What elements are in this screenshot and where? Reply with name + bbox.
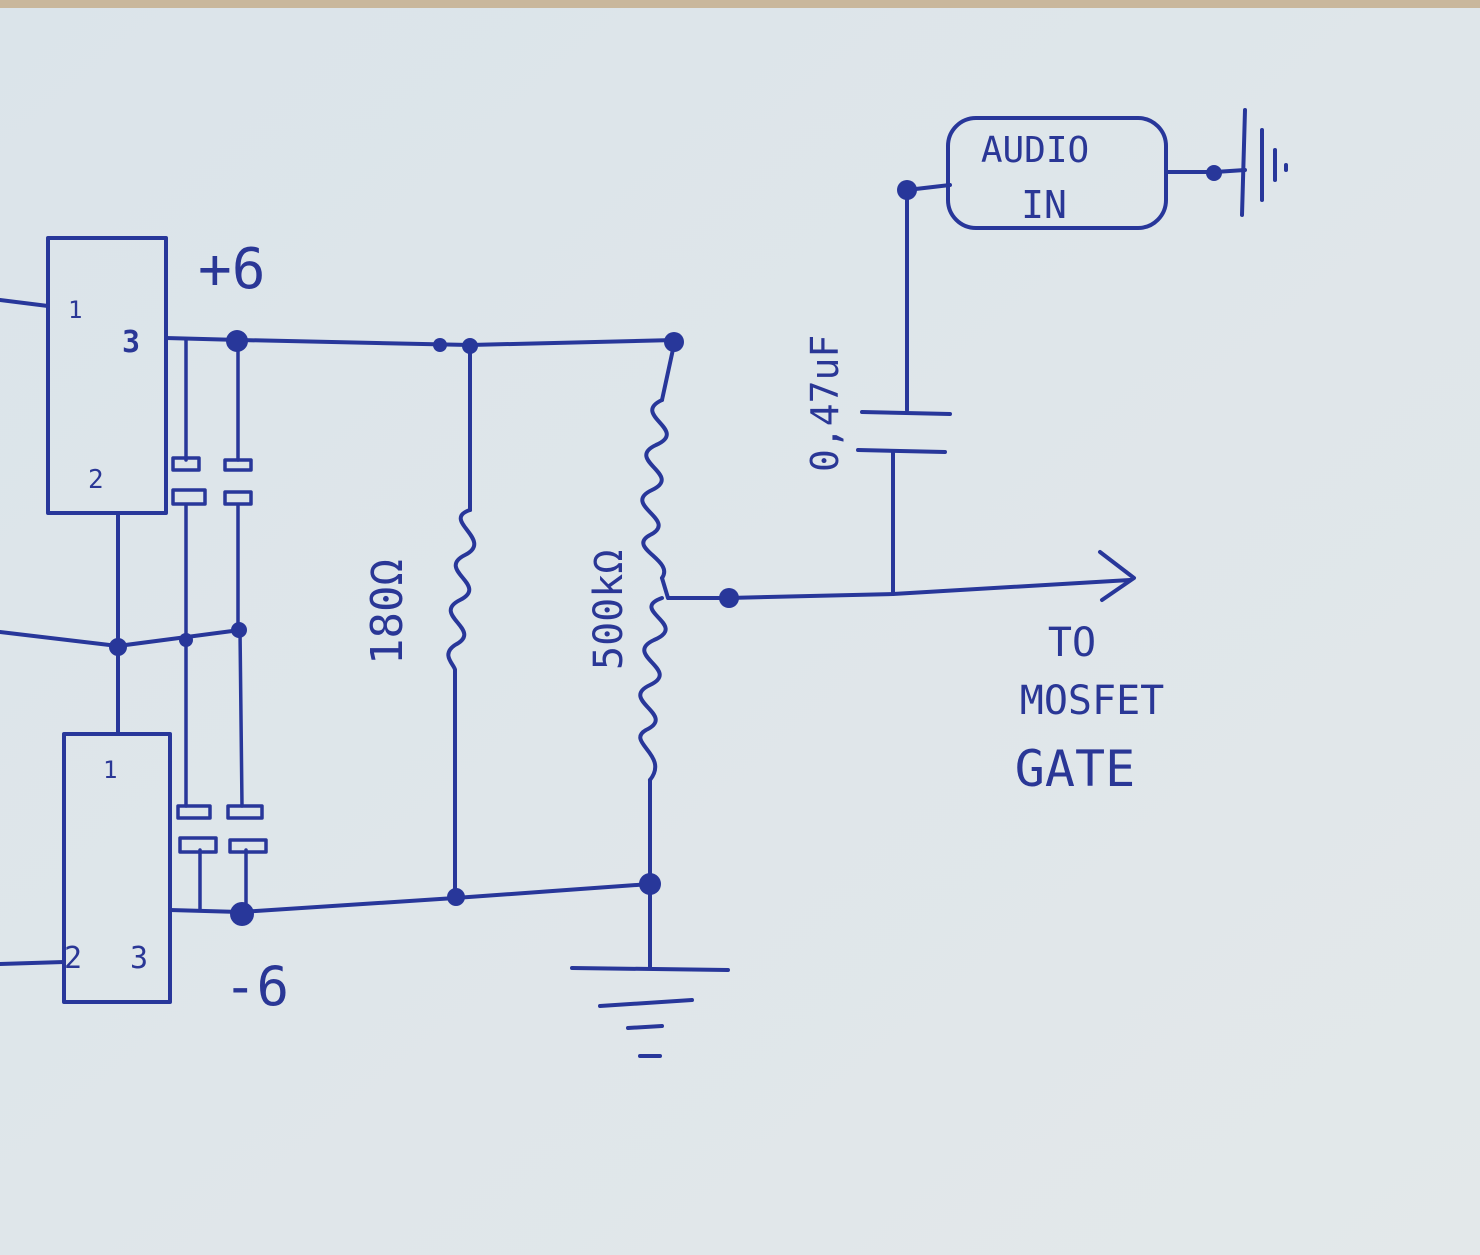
- regulator-bottom-pin1-label: 1: [103, 756, 117, 784]
- junction-positive: [226, 330, 248, 352]
- ground-main-bar2: [598, 998, 694, 1008]
- regulator-bottom-pin2-label: 2: [64, 941, 82, 976]
- ground-symbol-main: [570, 966, 730, 1058]
- output-label-line3: GATE: [1015, 740, 1135, 798]
- junction-rail-a: [433, 338, 447, 352]
- supply-positive-label: +6: [198, 237, 265, 302]
- junction-audio-ground: [1206, 165, 1222, 181]
- junction-negative: [230, 902, 254, 926]
- wire-pot-wiper: [660, 576, 730, 600]
- cap3-plate-a: [176, 804, 212, 820]
- junction-wiper: [719, 588, 739, 608]
- table-edge: [0, 0, 1480, 8]
- output-arrow-head: [1098, 550, 1136, 602]
- audio-in-label-line1: AUDIO: [981, 130, 1089, 171]
- junction-pot-bottom: [639, 873, 661, 895]
- ground-audio-bar1: [1240, 108, 1247, 217]
- supply-negative-label: -6: [224, 955, 289, 1018]
- ground-main-bar3: [626, 1024, 664, 1030]
- output-label-line2: MOSFET: [1020, 678, 1165, 724]
- regulator-top-pin2-label: 2: [88, 465, 104, 495]
- cap3-plate-b: [178, 836, 218, 854]
- regulator-top: 1 2 3: [46, 236, 168, 515]
- capacitor-label: 0,47uF: [803, 335, 847, 472]
- junction-resistor-top: [462, 338, 478, 354]
- junction-pot-top: [664, 332, 684, 352]
- junction-audio: [897, 180, 917, 200]
- wire-positive-rail: [164, 336, 677, 347]
- wire-audio-ground: [1164, 168, 1247, 174]
- regulator-top-pin3-label: 3: [122, 325, 140, 360]
- coupling-cap-plate-bottom: [856, 448, 947, 454]
- cap2-plate-b: [223, 490, 253, 506]
- junction-resistor-bottom: [447, 888, 465, 906]
- regulator-top-body: [46, 236, 168, 515]
- coupling-cap-plate-top: [860, 410, 952, 416]
- junction-ground-left: [109, 638, 127, 656]
- cap4-plate-a: [226, 804, 264, 820]
- potentiometer-symbol: [638, 398, 669, 782]
- regulator-bottom-pin3-label: 3: [130, 941, 148, 976]
- coupling-capacitor: [856, 410, 952, 454]
- ground-symbol-audio: [1240, 108, 1288, 217]
- junction-cap2: [231, 622, 247, 638]
- audio-in-connector[interactable]: AUDIO IN: [946, 116, 1168, 230]
- potentiometer-label: 500kΩ: [586, 550, 632, 670]
- resistor-fixed-label: 180Ω: [362, 559, 413, 665]
- wire-cap4-top: [238, 628, 244, 808]
- cap1-plate-b: [171, 488, 207, 506]
- cap1-plate-a: [171, 456, 201, 472]
- audio-in-label-line2: IN: [1021, 183, 1067, 227]
- decoupling-capacitors: [171, 456, 268, 854]
- audio-in-box[interactable]: [946, 116, 1168, 230]
- wire-in-bottom: [0, 960, 66, 966]
- junctions: [109, 165, 1222, 926]
- resistor-fixed-symbol: [446, 508, 477, 672]
- cap2-plate-a: [223, 458, 253, 472]
- wire-in-top: [0, 298, 50, 308]
- cap4-plate-b: [228, 838, 268, 854]
- output-label-line1: TO: [1048, 620, 1096, 666]
- wire-negative-rail: [168, 882, 652, 914]
- regulator-top-pin1-label: 1: [68, 296, 82, 324]
- junction-cap1: [179, 633, 193, 647]
- ground-main-bar1: [570, 966, 730, 972]
